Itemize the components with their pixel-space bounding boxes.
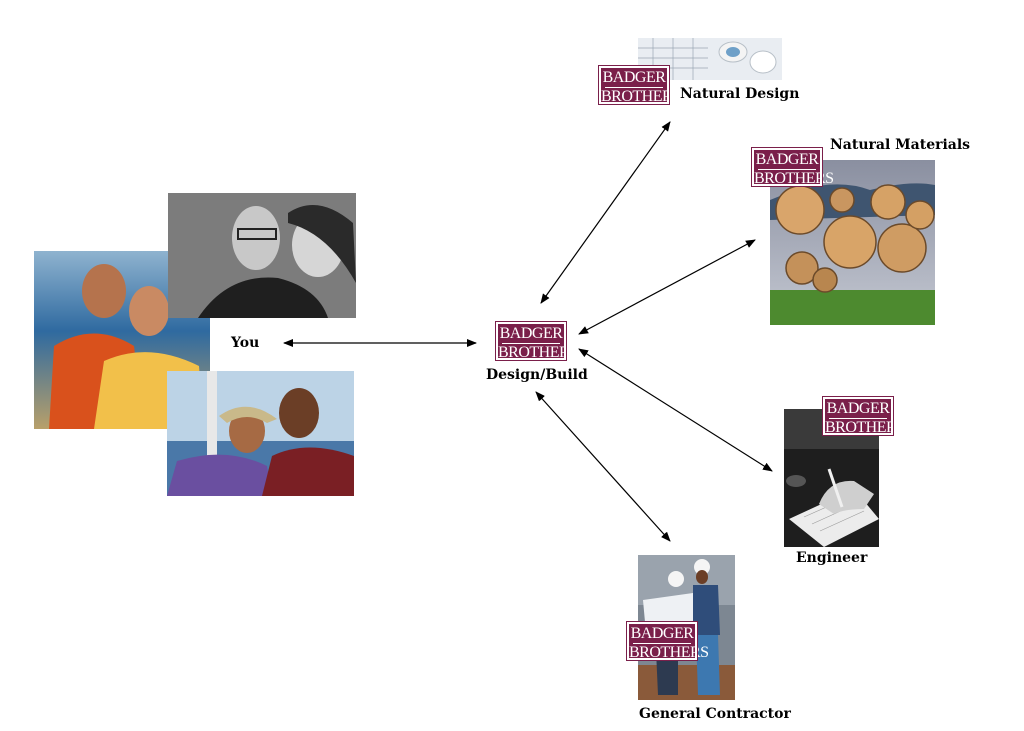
arrow-engineer bbox=[578, 348, 773, 472]
center-label: Design/Build bbox=[486, 367, 588, 383]
arrow-contractor bbox=[535, 391, 671, 542]
materials-label: Natural Materials bbox=[830, 137, 971, 153]
blueprints-photo bbox=[638, 38, 782, 80]
you-label: You bbox=[231, 335, 260, 351]
engineer-logo: BADGER BROTHERS bbox=[822, 396, 905, 436]
couple-boat-photo bbox=[167, 371, 354, 496]
couple-bw-photo bbox=[168, 193, 356, 318]
engineer-label: Engineer bbox=[796, 550, 868, 566]
design-label: Natural Design bbox=[680, 86, 800, 102]
logo-text-line1: BADGER bbox=[499, 325, 563, 342]
logs-photo bbox=[770, 160, 935, 325]
logo-text-line2: BROTHERS bbox=[498, 344, 578, 361]
center-logo: BADGER BROTHERS bbox=[495, 321, 578, 361]
materials-logo: BADGER BROTHERS bbox=[751, 147, 834, 187]
arrow-design bbox=[540, 121, 671, 304]
design-logo: BADGER BROTHERS bbox=[598, 65, 681, 105]
arrow-materials bbox=[578, 239, 756, 335]
contractor-logo: BADGER BROTHERS bbox=[626, 621, 709, 661]
contractor-label: General Contractor bbox=[639, 706, 791, 722]
